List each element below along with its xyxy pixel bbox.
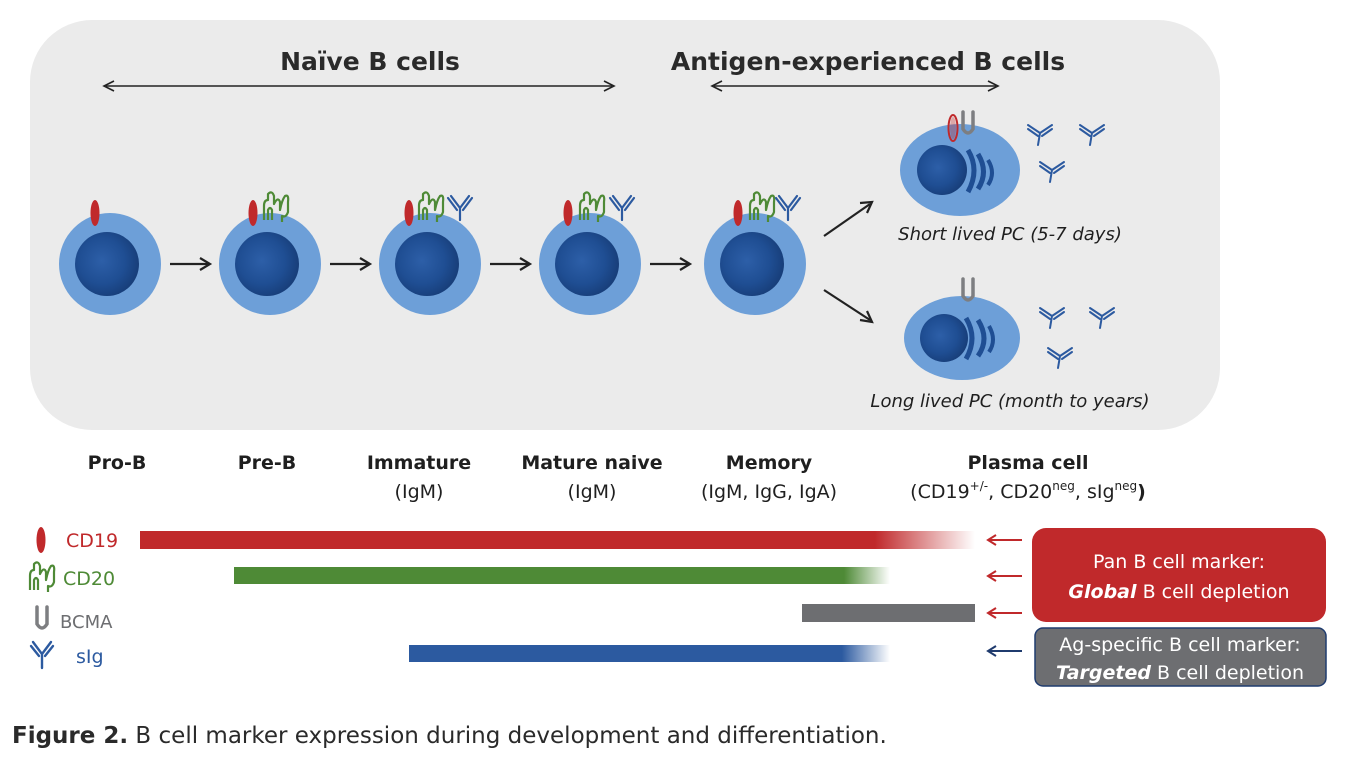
sig-legend-icon [29,640,55,670]
plasma-sub-part-6: ) [1137,481,1146,503]
marker-label-cd20: CD20 [63,568,115,590]
progression-arrows [170,200,874,324]
stage-label-plasma: Plasma cell [968,452,1089,474]
ag-box-line2-rest: B cell depletion [1151,662,1304,684]
pan-box-line1: Pan B cell marker: [1093,551,1265,573]
cd19-legend-icon [36,527,46,553]
cd20-legend-icon [28,561,56,594]
pan-box-line2: Global B cell depletion [1068,581,1289,603]
stage-sub-mature-naive: (IgM) [568,481,617,503]
plasma-sub-part-4: , sIg [1075,481,1115,503]
stage-label-mature-naive: Mature naive [521,452,662,474]
cell-memory [704,191,806,315]
short-pc-caption: Short lived PC (5-7 days) [898,224,1122,245]
pan-box-line2-rest: B cell depletion [1137,581,1290,603]
bcma-expression-bar [802,604,975,622]
plasma-sub-part-0: (CD19 [910,481,970,503]
bcma-legend-icon [35,605,49,630]
stage-sub-immature: (IgM) [395,481,444,503]
cell-pro-b [59,200,161,315]
ag-specific-box [1034,627,1327,687]
pan-b-cell-box [1032,528,1326,622]
cell-immature [379,191,481,315]
long-lived-plasma-cell [904,277,1115,380]
marker-label-cd19: CD19 [66,530,118,552]
caption-text: B cell marker expression during developm… [128,723,887,749]
stage-label-immature: Immature [367,452,471,474]
naive-span-arrow [102,80,616,92]
long-pc-caption: Long lived PC (month to years) [870,391,1149,412]
pointer-arrows [986,534,1022,657]
cd19-expression-bar [140,531,975,549]
antigen-span-arrow [710,80,1000,92]
stage-sub-memory: (IgM, IgG, IgA) [701,481,837,503]
marker-label-sig: sIg [76,646,104,668]
stage-sub-plasma: (CD19+/-, CD20neg, sIgneg) [910,479,1146,503]
caption-bold: Figure 2. [12,723,128,749]
plasma-sub-sup-1: +/- [970,479,988,493]
stage-label-pre-b: Pre-B [238,452,297,474]
figure-caption: Figure 2. B cell marker expression durin… [12,723,887,749]
cell-mature-naive [539,191,641,315]
sig-expression-bar [409,645,890,662]
marker-label-bcma: BCMA [60,612,113,633]
ag-box-line2: Targeted B cell depletion [1056,662,1304,684]
cell-pre-b [219,191,321,315]
short-lived-plasma-cell [900,110,1105,216]
ag-box-line2-bold: Targeted [1056,662,1151,684]
antigen-group-title: Antigen-experienced B cells [671,47,1065,76]
stage-label-pro-b: Pro-B [88,452,147,474]
ag-box-line1: Ag-specific B cell marker: [1059,634,1300,656]
plasma-sub-sup-3: neg [1052,479,1075,493]
stage-label-memory: Memory [726,452,813,474]
plasma-sub-part-2: , CD20 [988,481,1052,503]
plasma-sub-sup-5: neg [1115,479,1138,493]
cd20-expression-bar [234,567,890,584]
naive-group-title: Naïve B cells [280,47,460,76]
pan-box-line2-bold: Global [1068,581,1137,603]
